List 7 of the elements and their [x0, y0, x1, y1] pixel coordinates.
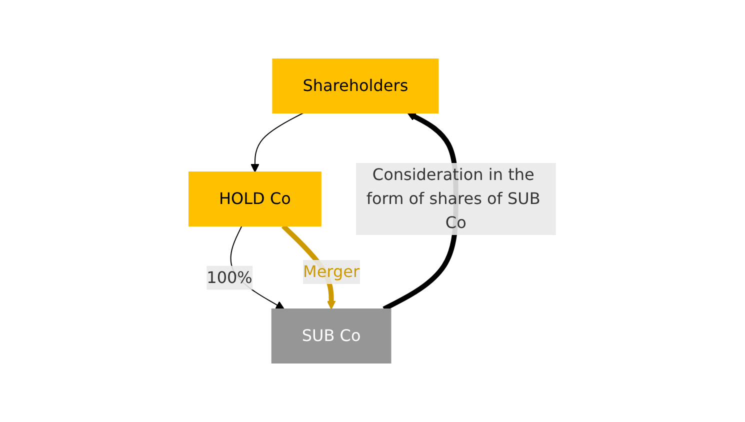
arrow [250, 112, 304, 172]
node-box: Shareholders [272, 58, 439, 114]
edge-label: 100% [206, 268, 252, 287]
node-box: HOLD Co [188, 172, 322, 226]
edge-label: Merger [303, 262, 360, 281]
edge-label: Consideration in the form of shares of SUB Co [366, 165, 540, 232]
node-box: SUB Co [271, 308, 392, 364]
